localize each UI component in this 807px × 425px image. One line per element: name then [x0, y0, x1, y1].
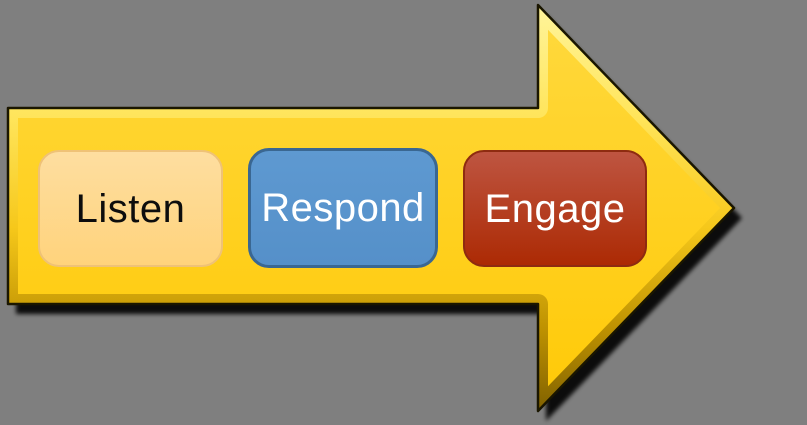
step-label-respond: Respond	[261, 186, 425, 230]
step-label-engage: Engage	[484, 186, 626, 231]
step-card-engage: Engage	[463, 150, 647, 267]
step-label-listen: Listen	[75, 186, 186, 231]
step-card-listen: Listen	[38, 150, 223, 267]
arrow-outline	[6, 3, 736, 413]
step-card-respond: Respond	[248, 148, 438, 268]
